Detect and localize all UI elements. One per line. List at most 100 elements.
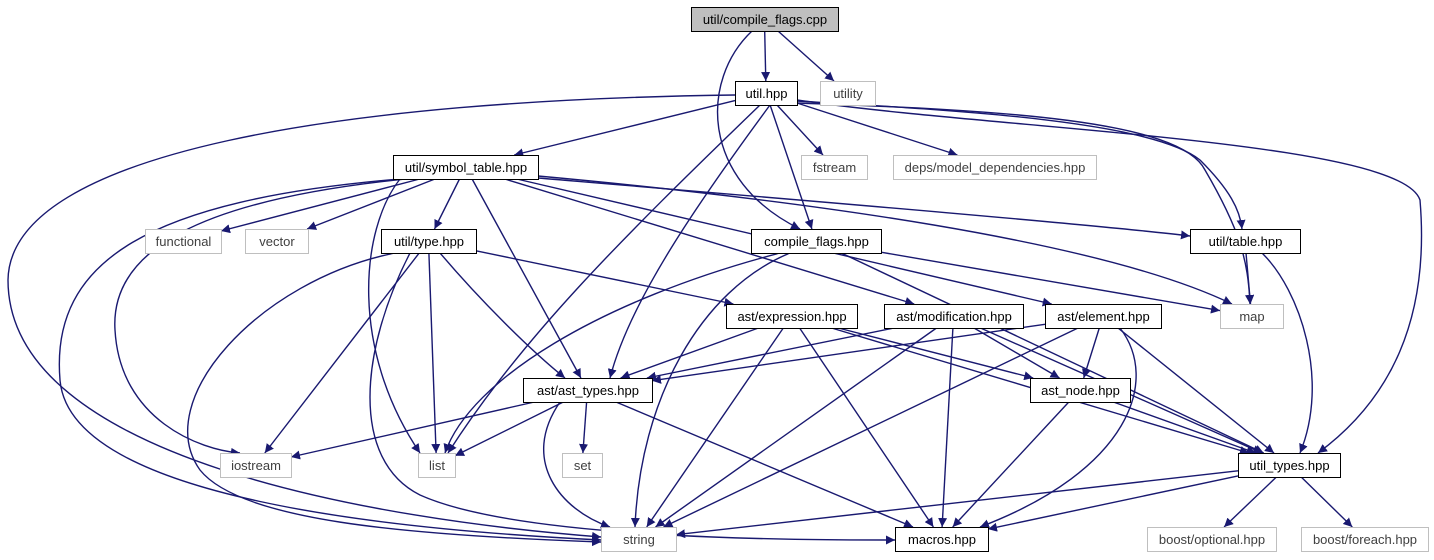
node-label: utility xyxy=(833,86,863,101)
node-layer: util/compile_flags.cpp util.hpp utility uti… xyxy=(145,7,1429,552)
edge-elem-to-string xyxy=(663,327,1079,528)
node-box xyxy=(1030,378,1131,403)
edge-asttypes-to-list xyxy=(454,401,564,457)
edge-compile-to-map xyxy=(880,251,1221,314)
edge-util_hpp-to-list xyxy=(447,104,761,454)
node-box xyxy=(735,81,798,106)
node-label: util/table.hpp xyxy=(1209,234,1283,249)
edge-type-to-expr xyxy=(475,250,734,307)
node-box xyxy=(601,527,677,552)
edge-utiltypes-to-optional xyxy=(1223,476,1277,528)
node-box xyxy=(884,304,1024,329)
edge-symtab-to-modif xyxy=(504,178,915,306)
edge-compile-to-utiltypes xyxy=(841,252,1264,454)
edge-type-to-macros xyxy=(369,252,896,545)
node-modif[interactable]: ast/modification.hpp xyxy=(884,304,1024,329)
edge-astnode-to-macros xyxy=(952,401,1070,528)
node-asttypes[interactable]: ast/ast_types.hpp xyxy=(523,378,653,403)
edge-expr-to-astnode xyxy=(838,327,1034,381)
node-label: set xyxy=(574,458,592,473)
edge-elem-to-utiltypes xyxy=(1117,327,1275,454)
node-label: macros.hpp xyxy=(908,532,976,547)
node-box xyxy=(393,155,539,180)
edge-astnode-to-utiltypes xyxy=(1113,401,1256,455)
node-fstream: fstream xyxy=(801,155,868,180)
node-box xyxy=(381,229,477,254)
node-box xyxy=(1301,527,1429,552)
node-box xyxy=(726,304,858,329)
edge-expr-to-asttypes xyxy=(620,327,759,380)
edge-util_hpp-to-string xyxy=(7,94,736,541)
node-foreach: boost/foreach.hpp xyxy=(1301,527,1429,552)
edge-modif-to-asttypes xyxy=(646,327,895,381)
node-map: map xyxy=(1220,304,1284,329)
node-label: util/compile_flags.cpp xyxy=(703,12,827,27)
node-label: iostream xyxy=(231,458,281,473)
edge-compile-to-list xyxy=(443,252,781,454)
edge-asttypes-to-string xyxy=(542,401,611,529)
node-box xyxy=(418,453,456,478)
node-box xyxy=(1238,453,1341,478)
edge-type-to-iostream xyxy=(264,252,420,454)
edge-utiltypes-to-string xyxy=(675,470,1239,539)
node-box xyxy=(1190,229,1301,254)
node-deps: deps/model_dependencies.hpp xyxy=(893,155,1097,180)
node-type[interactable]: util/type.hpp xyxy=(381,229,477,254)
edge-utiltypes-to-foreach xyxy=(1300,476,1353,528)
edge-symtab-to-map xyxy=(537,175,1233,305)
node-box xyxy=(523,378,653,403)
node-box xyxy=(562,453,603,478)
node-set: set xyxy=(562,453,603,478)
node-label: fstream xyxy=(813,160,856,175)
node-elem[interactable]: ast/element.hpp xyxy=(1045,304,1162,329)
edge-symtab-to-type xyxy=(433,178,461,230)
edge-type-to-string xyxy=(187,252,602,547)
edge-asttypes-to-set xyxy=(579,401,589,454)
node-box xyxy=(893,155,1097,180)
edge-elem-to-asttypes xyxy=(651,323,1046,384)
node-symtab[interactable]: util/symbol_table.hpp xyxy=(393,155,539,180)
node-label: boost/foreach.hpp xyxy=(1313,532,1417,547)
node-table[interactable]: util/table.hpp xyxy=(1190,229,1301,254)
node-box xyxy=(145,229,222,254)
node-box xyxy=(1147,527,1277,552)
node-box xyxy=(691,7,839,32)
node-util_hpp[interactable]: util.hpp xyxy=(735,81,798,106)
edge-elem-to-macros xyxy=(979,327,1137,529)
edge-util_hpp-to-asttypes xyxy=(607,104,771,379)
node-utiltypes[interactable]: util_types.hpp xyxy=(1238,453,1341,478)
node-list: list xyxy=(418,453,456,478)
node-label: vector xyxy=(259,234,295,249)
node-box xyxy=(895,527,989,552)
edge-util_hpp-to-compile xyxy=(769,104,814,230)
node-label: ast_node.hpp xyxy=(1041,383,1120,398)
node-label: map xyxy=(1239,309,1264,324)
node-label: string xyxy=(623,532,655,547)
node-label: compile_flags.hpp xyxy=(764,234,869,249)
node-macros[interactable]: macros.hpp xyxy=(895,527,989,552)
node-box xyxy=(820,81,876,106)
node-iostream: iostream xyxy=(220,453,292,478)
node-root: util/compile_flags.cpp xyxy=(691,7,839,32)
node-astnode[interactable]: ast_node.hpp xyxy=(1030,378,1131,403)
node-compile[interactable]: compile_flags.hpp xyxy=(751,229,882,254)
edge-symtab-to-asttypes xyxy=(471,178,582,379)
edge-util_hpp-to-symtab xyxy=(514,99,736,158)
node-label: ast/modification.hpp xyxy=(896,309,1012,324)
edge-type-to-list xyxy=(428,252,441,454)
edge-symtab-to-functional xyxy=(220,178,420,234)
node-label: ast/expression.hpp xyxy=(737,309,846,324)
edge-util_hpp-to-deps xyxy=(796,102,958,157)
node-box xyxy=(751,229,882,254)
edge-symtab-to-string xyxy=(58,178,602,545)
node-expr[interactable]: ast/expression.hpp xyxy=(726,304,858,329)
node-box xyxy=(1220,304,1284,329)
node-label: util_types.hpp xyxy=(1249,458,1329,473)
edge-utiltypes-to-macros xyxy=(987,475,1239,532)
node-label: util/symbol_table.hpp xyxy=(405,160,527,175)
edge-modif-to-macros xyxy=(938,327,954,528)
edge-root-to-util_hpp xyxy=(761,30,771,82)
edge-elem-to-astnode xyxy=(1082,327,1100,379)
node-functional: functional xyxy=(145,229,222,254)
